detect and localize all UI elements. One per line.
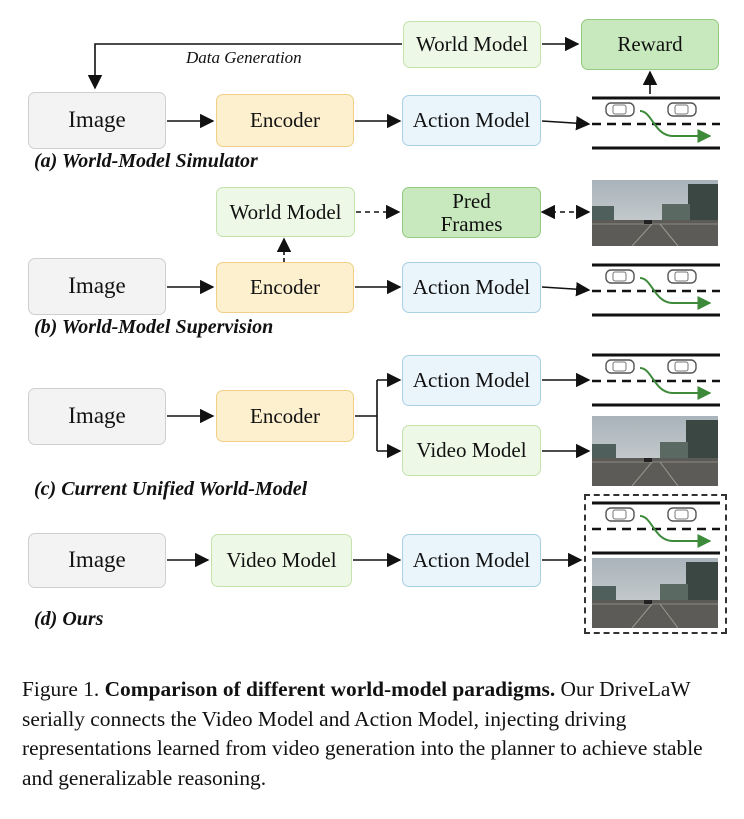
data-generation-label: Data Generation: [186, 48, 302, 67]
pred-frames-line2: Frames: [440, 211, 503, 236]
road-trajectory-icon: [592, 96, 720, 150]
action-model-box-c: Action Model: [402, 355, 541, 406]
encoder-box-b: Encoder: [216, 262, 354, 313]
driving-scene-photo: [592, 558, 718, 628]
image-box-d: Image: [28, 533, 166, 588]
driving-scene-photo: [592, 416, 718, 486]
caption-bold: Comparison of different world-model para…: [104, 677, 556, 701]
world-model-box-b: World Model: [216, 187, 355, 237]
road-trajectory-icon: [592, 263, 720, 317]
driving-scene-photo: [592, 180, 718, 246]
caption-rest: Our DriveLaW serially connects the Video…: [22, 677, 703, 790]
encoder-box-a: Encoder: [216, 94, 354, 147]
panel-b-label: (b) World-Model Supervision: [34, 316, 274, 338]
road-trajectory-icon: [592, 353, 720, 407]
road-trajectory-icon: [592, 501, 720, 555]
action-model-box-a: Action Model: [402, 95, 541, 146]
data-generation-arrow: [87, 43, 402, 90]
video-model-box-d: Video Model: [211, 534, 352, 587]
output-dashed-frame: [584, 494, 727, 634]
reward-box: Reward: [581, 19, 719, 70]
caption-prefix: Figure 1.: [22, 677, 100, 701]
action-to-road-arrow-a: [541, 115, 591, 131]
encoder-branch-line: [355, 380, 378, 451]
action-to-road-arrow-b: [541, 281, 591, 297]
pred-frames-box: Pred Frames: [402, 187, 541, 238]
video-model-box-c: Video Model: [402, 425, 541, 476]
world-model-box-a: World Model: [403, 21, 541, 68]
encoder-box-c: Encoder: [216, 390, 354, 442]
panel-d-label: (d) Ours: [34, 608, 104, 630]
pred-frames-line1: Pred: [452, 189, 491, 214]
panel-c-label: (c) Current Unified World-Model: [34, 478, 308, 500]
image-box-a: Image: [28, 92, 166, 149]
image-box-b: Image: [28, 258, 166, 315]
action-model-box-d: Action Model: [402, 534, 541, 587]
figure-caption: Figure 1. Comparison of different world-…: [22, 675, 727, 793]
action-model-box-b: Action Model: [402, 262, 541, 313]
image-box-c: Image: [28, 388, 166, 445]
panel-a-label: (a) World-Model Simulator: [34, 150, 258, 172]
